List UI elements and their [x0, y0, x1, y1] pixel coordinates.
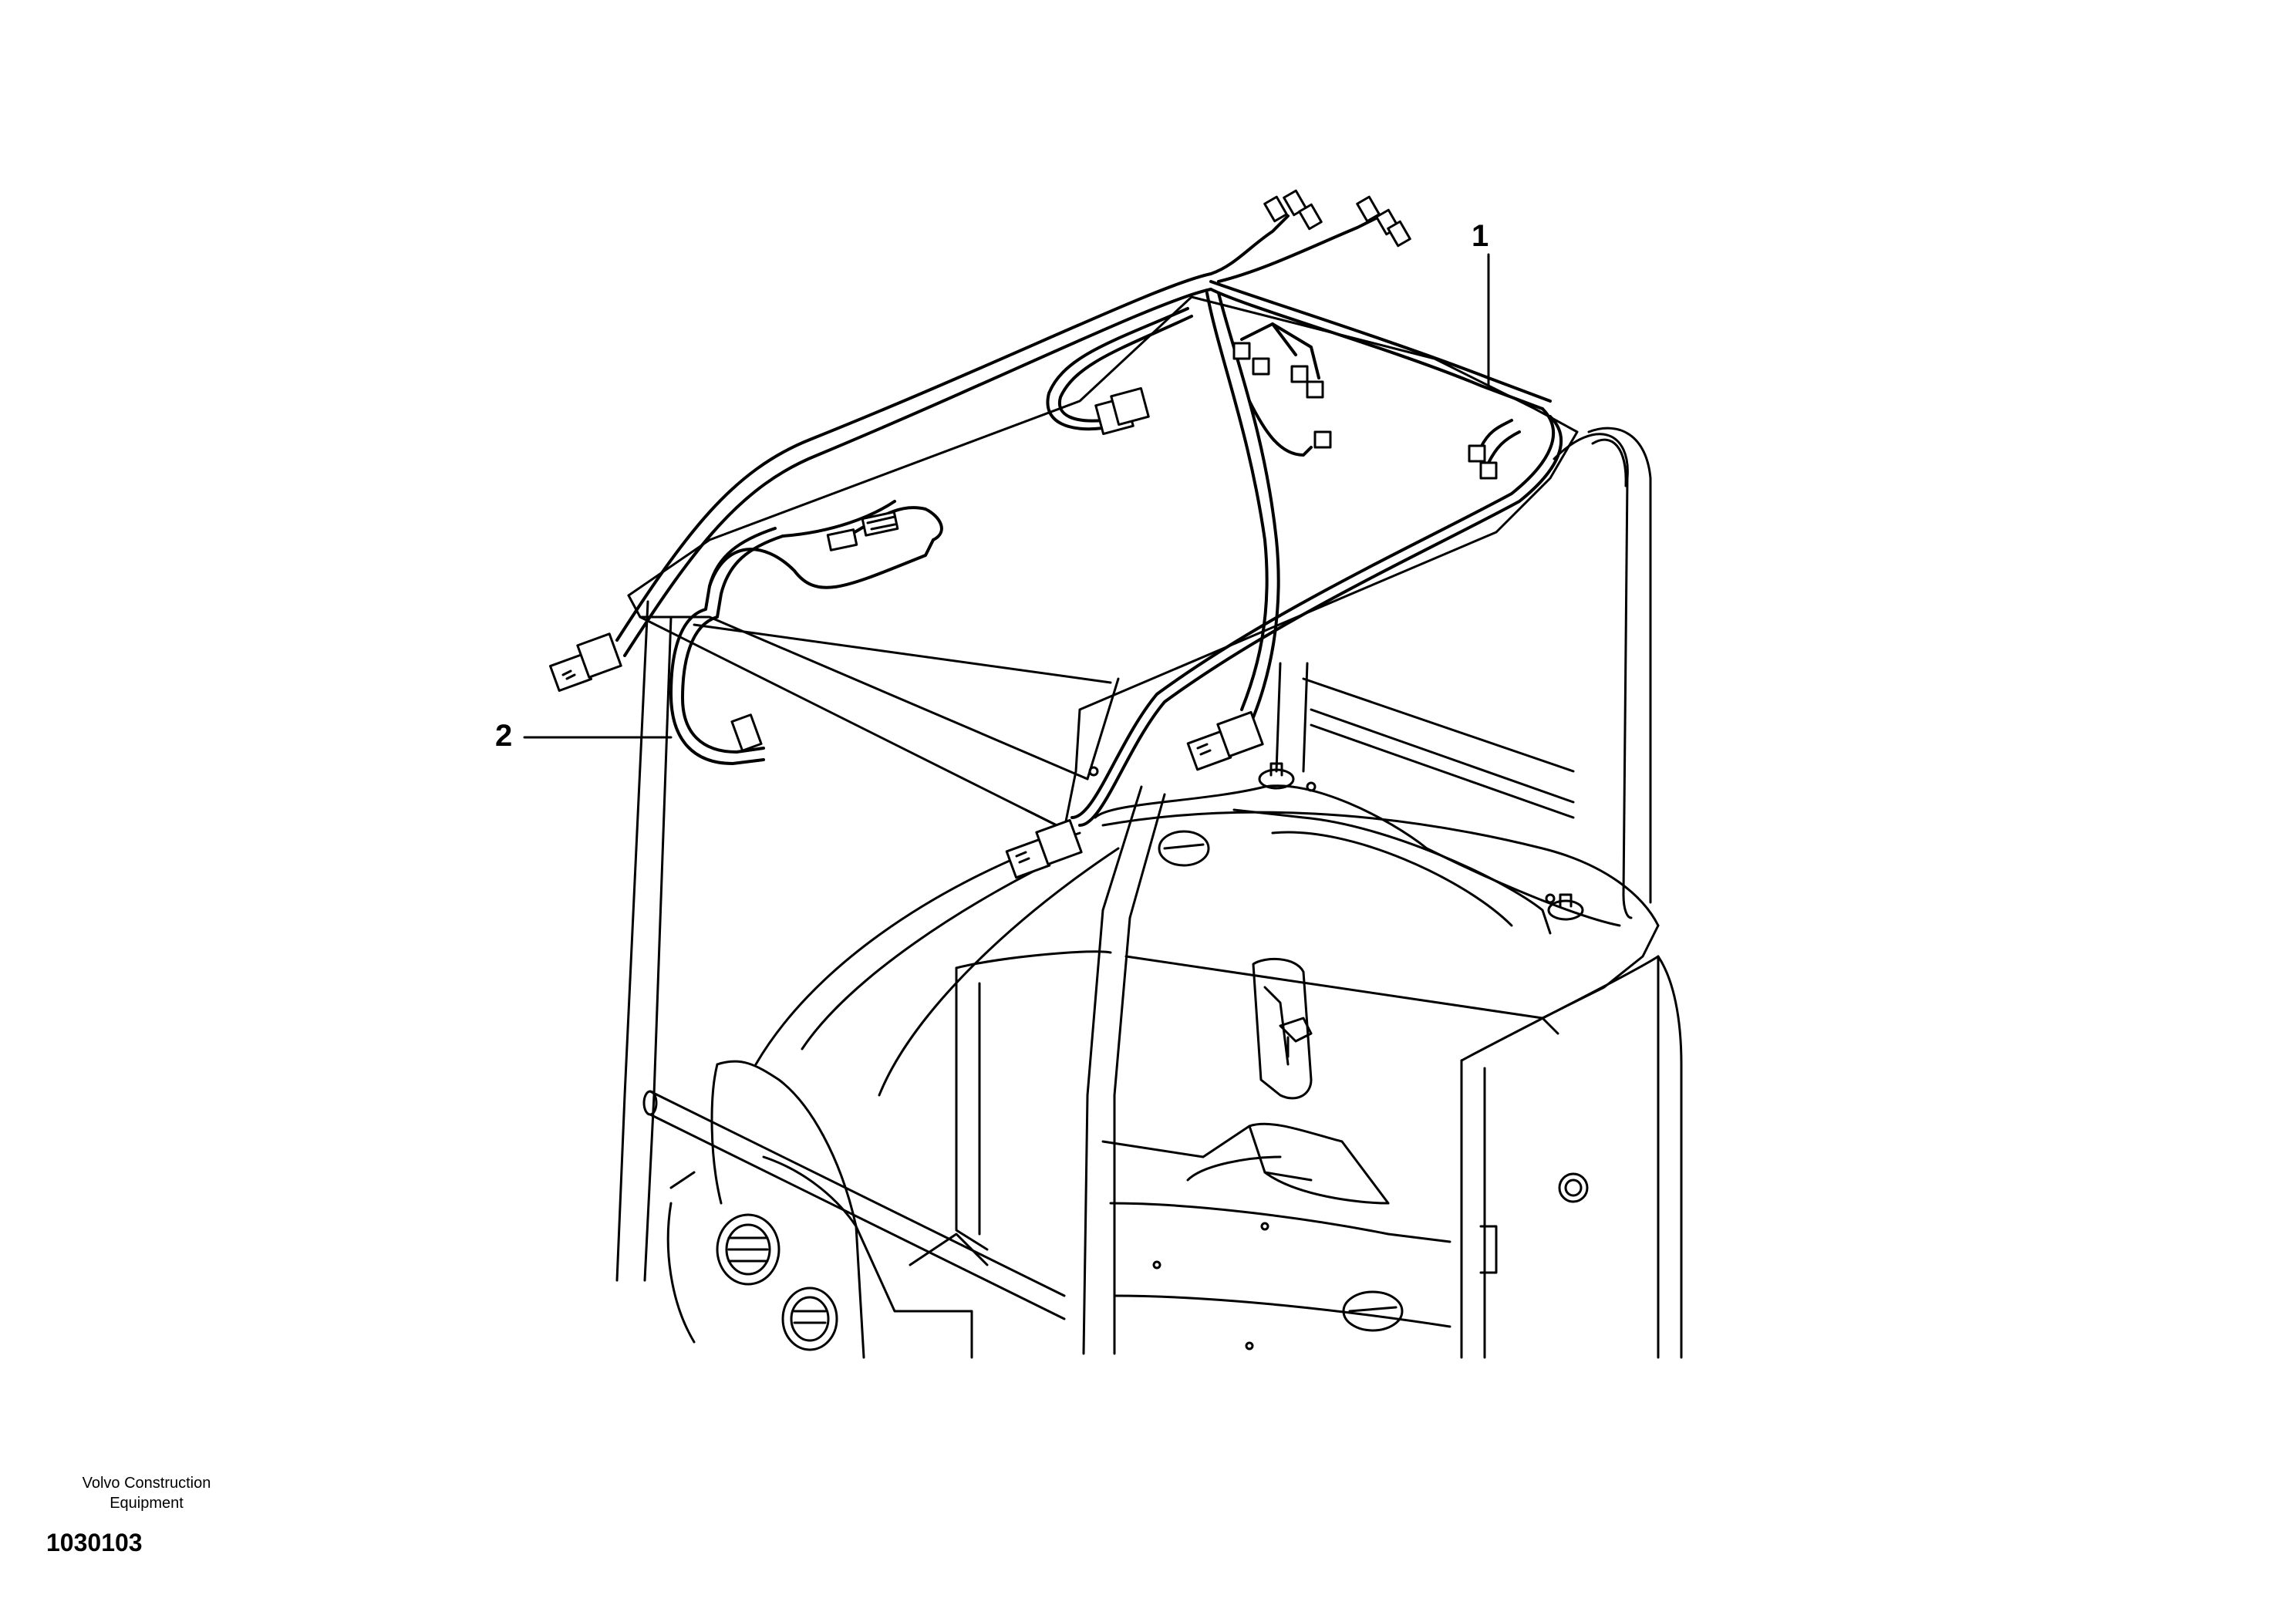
connectors — [549, 189, 1498, 879]
cab-body — [754, 784, 1683, 1359]
seat — [710, 1060, 989, 1359]
footer: Volvo Construction Equipment 1030103 — [31, 1473, 262, 1557]
rops-frame — [615, 427, 1652, 1355]
mounting-bolts — [1258, 762, 1584, 921]
drawing-number: 1030103 — [46, 1529, 143, 1556]
callout-label-1: 1 — [1472, 219, 1489, 253]
callout-label-2: 2 — [495, 719, 513, 753]
callout-leaders — [523, 253, 1490, 739]
air-vents — [666, 830, 1404, 1351]
brand-line-2: Equipment — [110, 1495, 184, 1512]
wiring-harness-2 — [669, 500, 943, 765]
grab-rail — [642, 1090, 1066, 1320]
brand-line-1: Volvo Construction — [82, 1475, 211, 1492]
roof-panel — [627, 295, 1579, 831]
